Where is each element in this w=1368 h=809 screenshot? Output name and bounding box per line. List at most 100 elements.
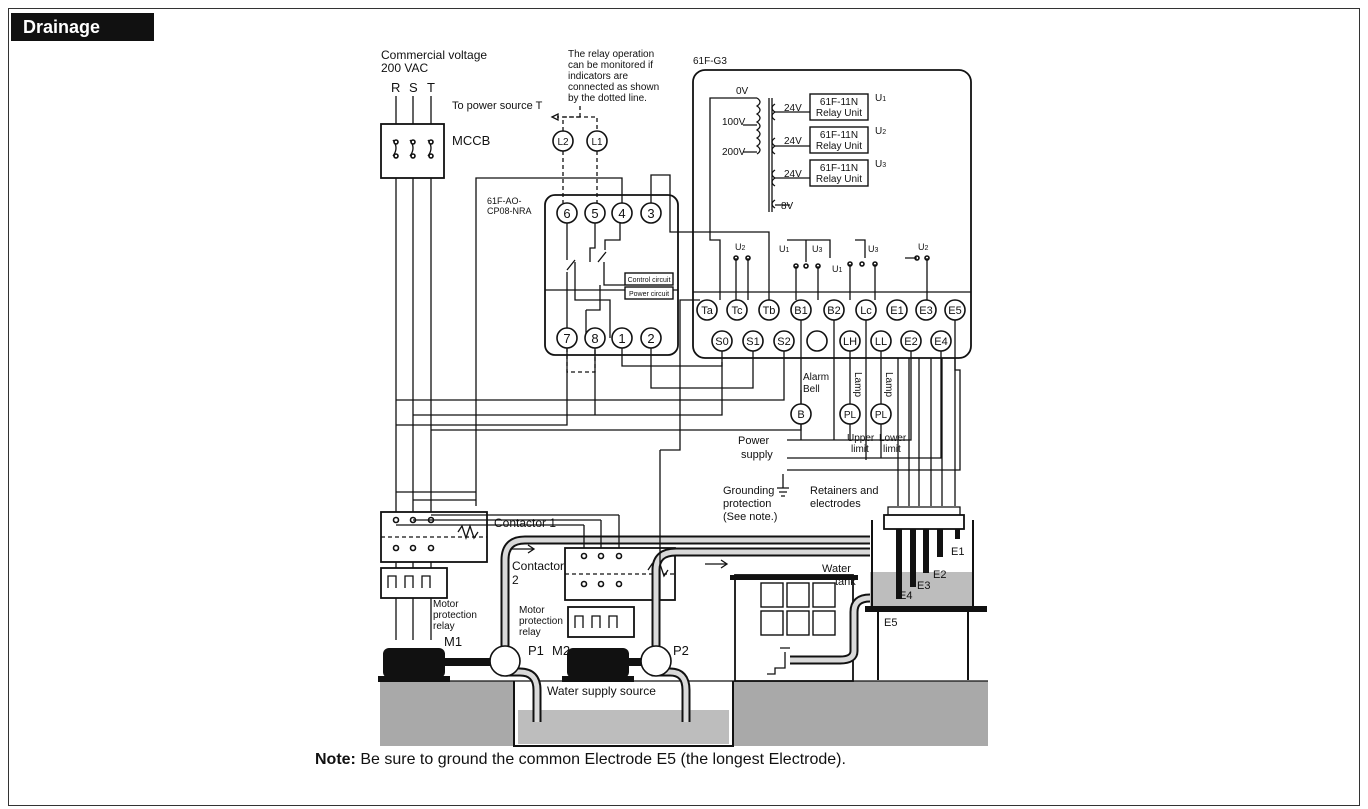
svg-text:U1: U1 [779,244,790,254]
svg-text:U2: U2 [918,242,929,252]
commercial-voltage-label: Commercial voltage [381,48,487,62]
v0-label: 0V [736,86,749,97]
phase-t-label: T [427,80,435,95]
ground-left [380,681,514,746]
svg-text:U2: U2 [735,242,746,252]
v24-label-3: 24V [784,169,802,180]
faucet-icon [767,647,790,675]
indicator-l1-label: L1 [591,137,603,148]
lower-limit-label-2: limit [883,444,901,455]
contactor1-label: Contactor 1 [494,516,556,530]
electrode-e1-label: E1 [951,546,964,558]
terminal-lc: Lc [860,305,872,317]
v100-label: 100V [722,117,746,128]
motor-m2 [567,648,629,678]
controller-label: 61F-G3 [693,56,727,67]
control-circuit-label: Control circuit [628,277,671,284]
ground-symbol [777,474,789,497]
lamp-symbol-2: PL [875,410,888,421]
flow-arrow-2 [705,559,729,569]
grounding-label-2: protection [723,498,771,510]
pump-p1 [489,645,521,677]
ground-right [733,681,988,746]
control-circuit-box [624,272,674,286]
unit-terminal-3: 3 [647,206,654,221]
svg-text:U1: U1 [832,264,843,274]
svg-text:U3: U3 [868,244,879,254]
pump-p2 [640,645,672,677]
upper-limit-label-2: limit [851,444,869,455]
footnote: Note: Be sure to ground the common Elect… [315,751,846,769]
lamp-label-1: Lamp [852,372,863,397]
m1-label: M1 [444,634,462,649]
alternation-terminals-bottom [556,327,662,349]
grounding-label-1: Grounding [723,485,774,497]
motor-relay1-label-3: relay [433,621,455,632]
relay-note-4: connected as shown [568,82,659,93]
mccb-label: MCCB [452,133,490,148]
power-supply-label-1: Power [738,435,770,447]
water-tank-label-1: Water [822,563,851,575]
well-water [518,710,729,744]
terminal-tb: Tb [763,305,776,317]
relay-units [775,93,869,206]
relay-unit-3-model: 61F-11N [820,163,858,174]
alternation-unit [544,194,679,356]
motor-relay2-box [567,606,635,638]
relay-unit-3-text: Relay Unit [816,174,862,185]
motor-relay1-box [380,567,448,599]
motor-relay2-label-3: relay [519,627,541,638]
terminal-s0: S0 [715,336,728,348]
voltage-value-label: 200 VAC [381,61,428,75]
u2-label: U2 [875,126,886,137]
unit-terminal-8: 8 [591,331,598,346]
electrodes [896,529,960,599]
terminal-e3: E3 [919,305,932,317]
dotted-arrowhead [550,112,559,122]
alternation-unit-label-1: 61F-AO- [487,196,522,206]
terminal-e1: E1 [890,305,903,317]
grounding-label-3: (See note.) [723,511,777,523]
relay-unit-1-model: 61F-11N [820,97,858,108]
water-tank [865,506,987,680]
electrode-e3-label: E3 [917,580,930,592]
terminal-e4: E4 [934,336,947,348]
alternation-terminals-top [556,202,662,224]
relay-unit-1-text: Relay Unit [816,108,862,119]
contactor2-label-2: 2 [512,573,519,587]
electrode-e5-label: E5 [884,617,897,629]
motor-relay2-label-2: protection [519,616,563,627]
controller-contacts: U2 U1 U3 U1 U3 U2 [733,239,930,300]
motor-relay2-label-1: Motor [519,605,545,616]
controller-61f-g3 [692,69,972,359]
unit-terminal-4: 4 [618,206,625,221]
retainers-label-2: electrodes [810,498,861,510]
relay-unit-2-model: 61F-11N [820,130,858,141]
m2-label: M2 [552,643,570,658]
note-text: Be sure to ground the common Electrode E… [355,751,846,768]
terminal-e5: E5 [948,305,961,317]
to-power-source-label: To power source T [452,100,543,112]
electrode-e4-label: E4 [899,590,912,602]
relay-unit-2-text: Relay Unit [816,141,862,152]
water-supply-source-label: Water supply source [547,684,656,698]
motor-relay1-label-2: protection [433,610,477,621]
alternation-unit-label-2: CP08-NRA [487,206,532,216]
p1-label: P1 [528,643,544,658]
lamp-label-2: Lamp [883,372,894,397]
bell-symbol: B [797,409,804,421]
electrode-e2-label: E2 [933,569,946,581]
terminal-b2: B2 [827,305,840,317]
v8-label: 8V [781,201,794,212]
section-title: Drainage [11,13,154,41]
v200-label: 200V [722,147,746,158]
power-circuit-label: Power circuit [629,291,669,298]
upper-limit-label-1: Upper [847,433,875,444]
motor-relay1-label-1: Motor [433,599,459,610]
mccb-switches [392,139,434,159]
note-prefix: Note: [315,751,356,768]
relay-note-5: by the dotted line. [568,93,647,104]
v24-label-2: 24V [784,136,802,147]
alarm-bell-label-1: Alarm [803,372,829,383]
